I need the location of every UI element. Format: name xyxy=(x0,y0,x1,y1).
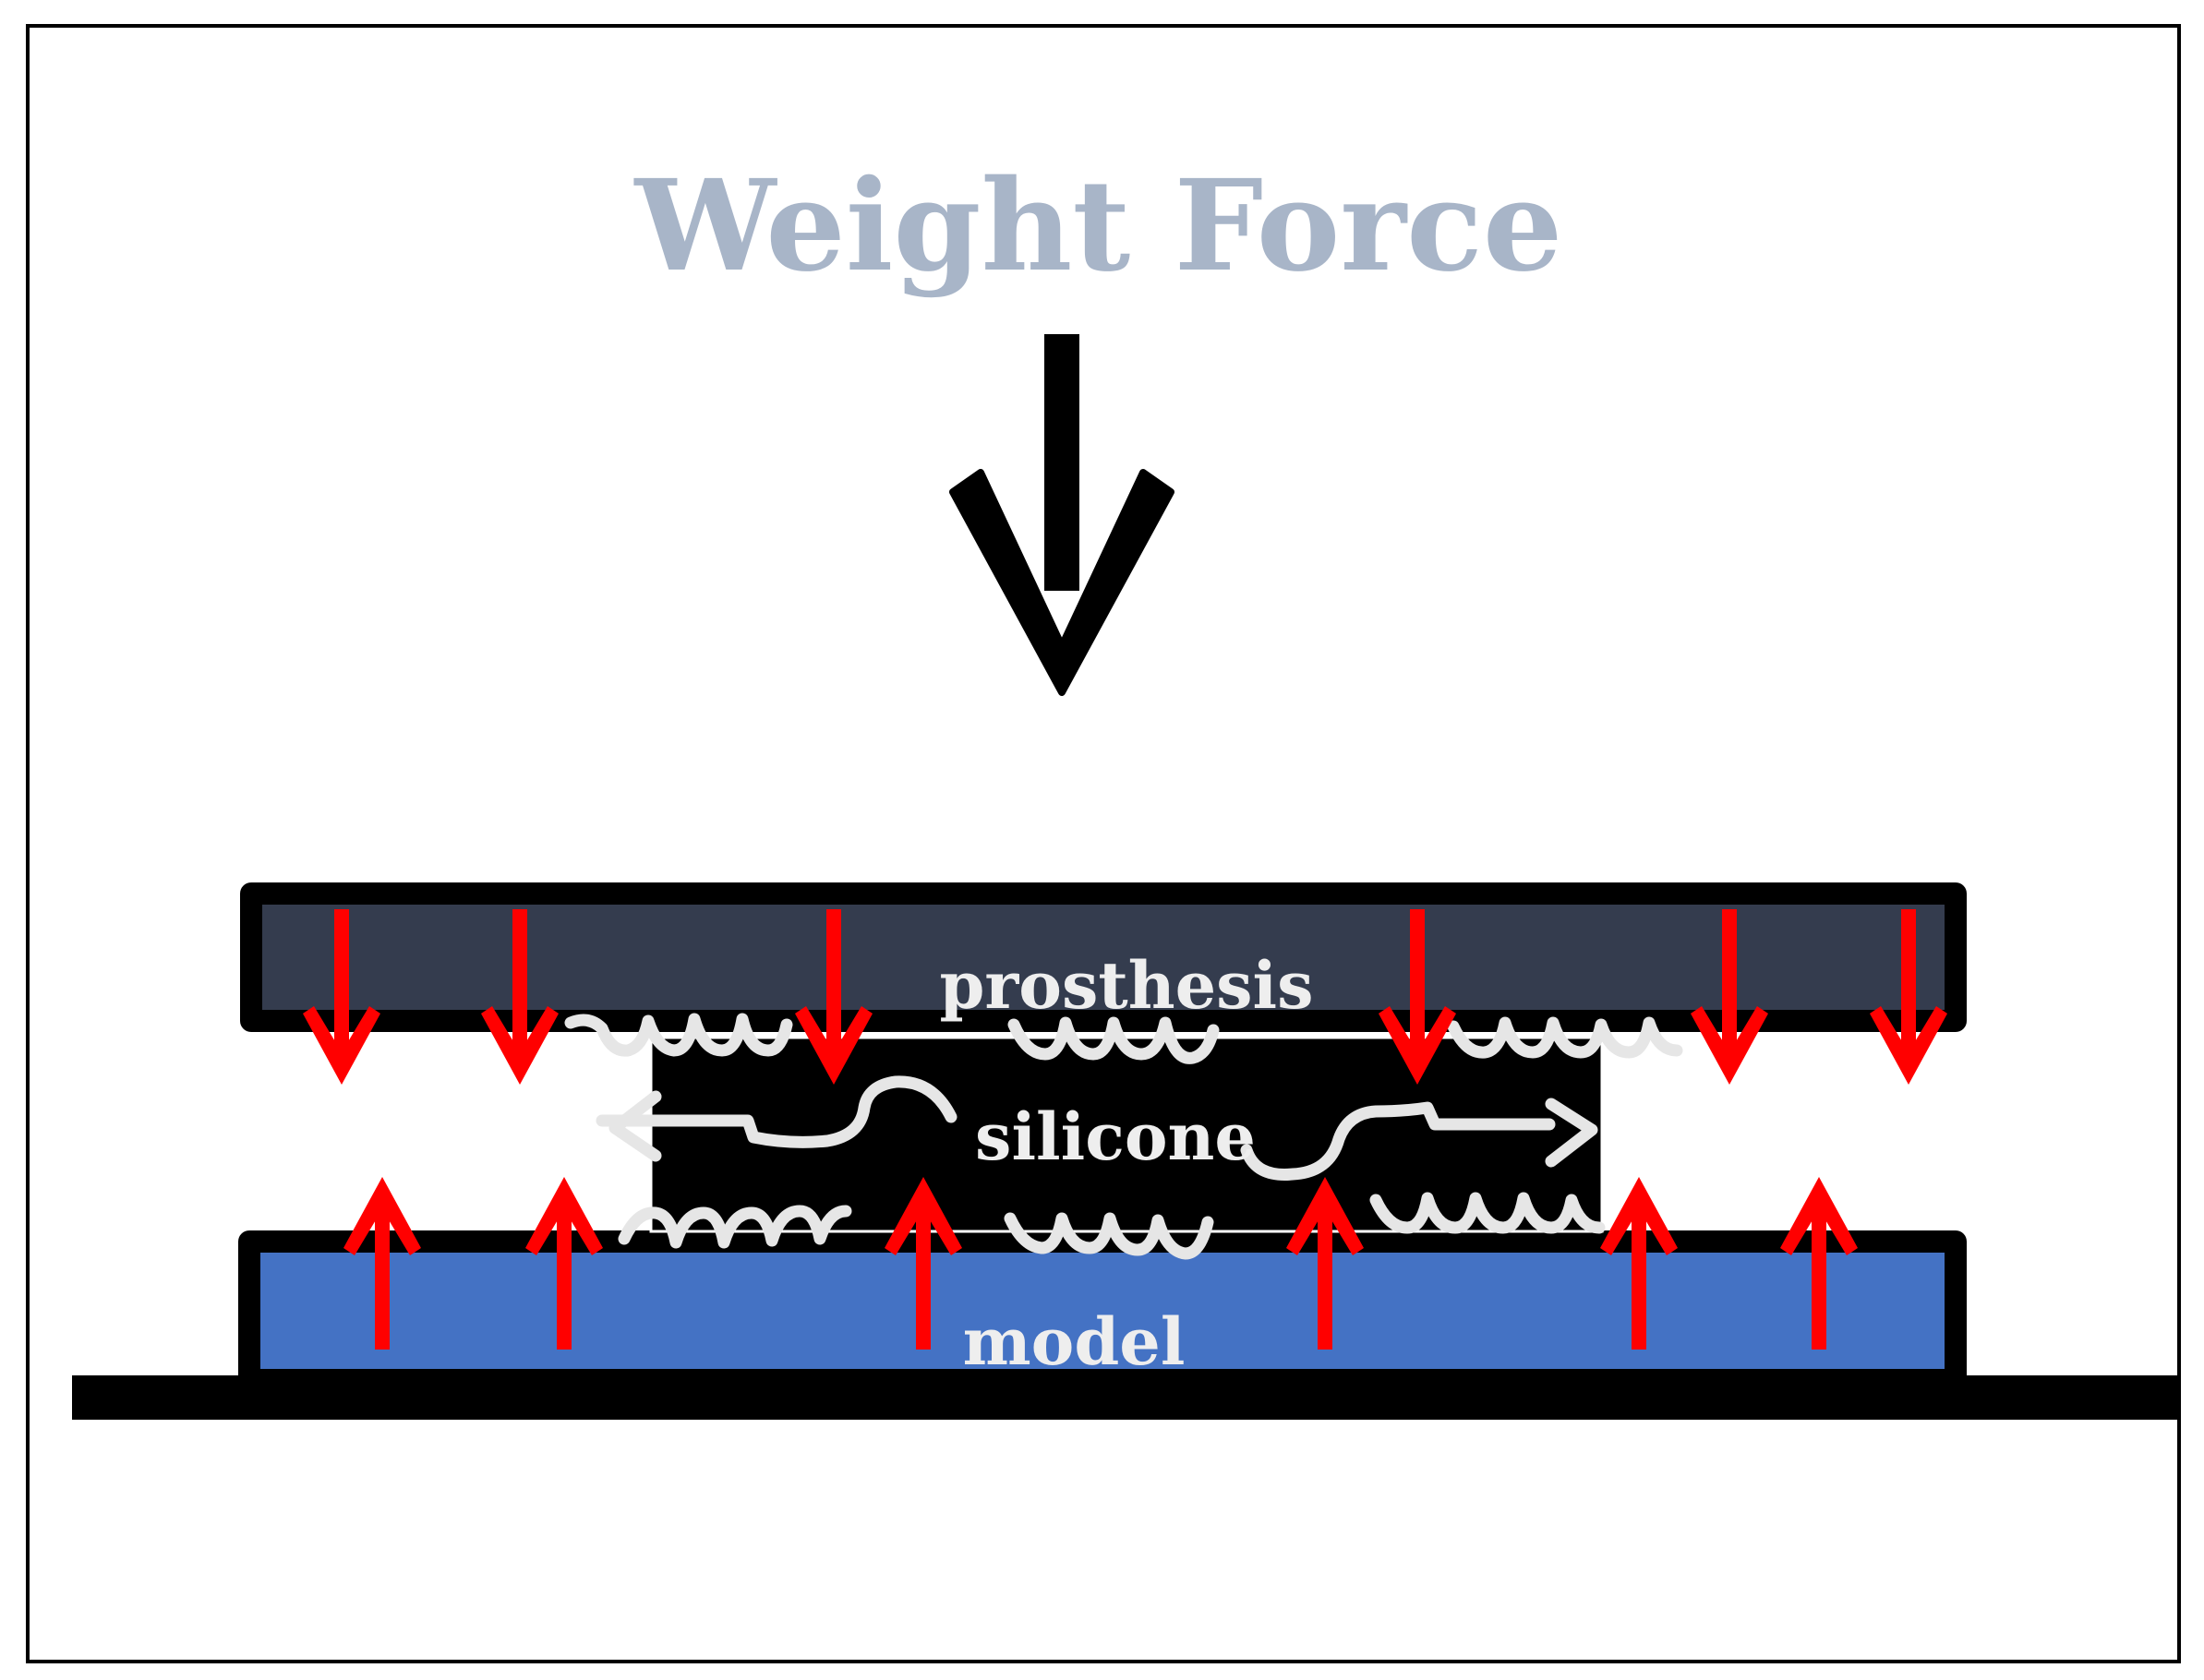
model-block xyxy=(238,1230,1967,1391)
squiggle-top-right xyxy=(1447,1016,1683,1059)
pressure-up-arrow-icon xyxy=(1600,1177,1678,1350)
diagram-title: Weight Force xyxy=(633,152,1563,300)
bond-squiggles xyxy=(564,1013,1683,1260)
squiggle-top-left xyxy=(564,1013,793,1057)
prosthesis-label: prosthesis xyxy=(939,947,1313,1024)
silicone-label: silicone xyxy=(975,1098,1256,1175)
pressure-up-arrow-icon xyxy=(885,1177,962,1350)
pressure-up-arrow-icon xyxy=(1780,1177,1858,1350)
pressure-up-arrows xyxy=(343,1177,1858,1350)
squiggle-bottom-left xyxy=(618,1205,852,1249)
model-label: model xyxy=(963,1303,1186,1380)
squiggle-bottom-right xyxy=(1369,1192,1606,1234)
pressure-down-arrow-icon xyxy=(1691,909,1768,1085)
pressure-up-arrow-icon xyxy=(1286,1177,1364,1350)
pressure-up-arrow-icon xyxy=(343,1177,421,1350)
silicone-block xyxy=(649,1036,1604,1233)
spread-left-arrow-icon xyxy=(596,1075,957,1162)
pressure-down-arrow-icon xyxy=(1379,909,1456,1085)
pressure-down-arrow-icon xyxy=(481,909,559,1085)
pressure-down-arrow-icon xyxy=(303,909,380,1085)
pressure-down-arrow-icon xyxy=(795,909,873,1085)
weight-force-arrow-icon xyxy=(949,334,1174,696)
squiggle-bottom-mid xyxy=(1004,1212,1214,1260)
squiggle-top-mid xyxy=(1007,1016,1220,1064)
prosthesis-block xyxy=(240,882,1967,1032)
spread-right-arrow-icon xyxy=(1240,1098,1598,1181)
pressure-down-arrow-icon xyxy=(1870,909,1947,1085)
pressure-down-arrows xyxy=(303,909,1947,1085)
pressure-up-arrow-icon xyxy=(525,1177,603,1350)
